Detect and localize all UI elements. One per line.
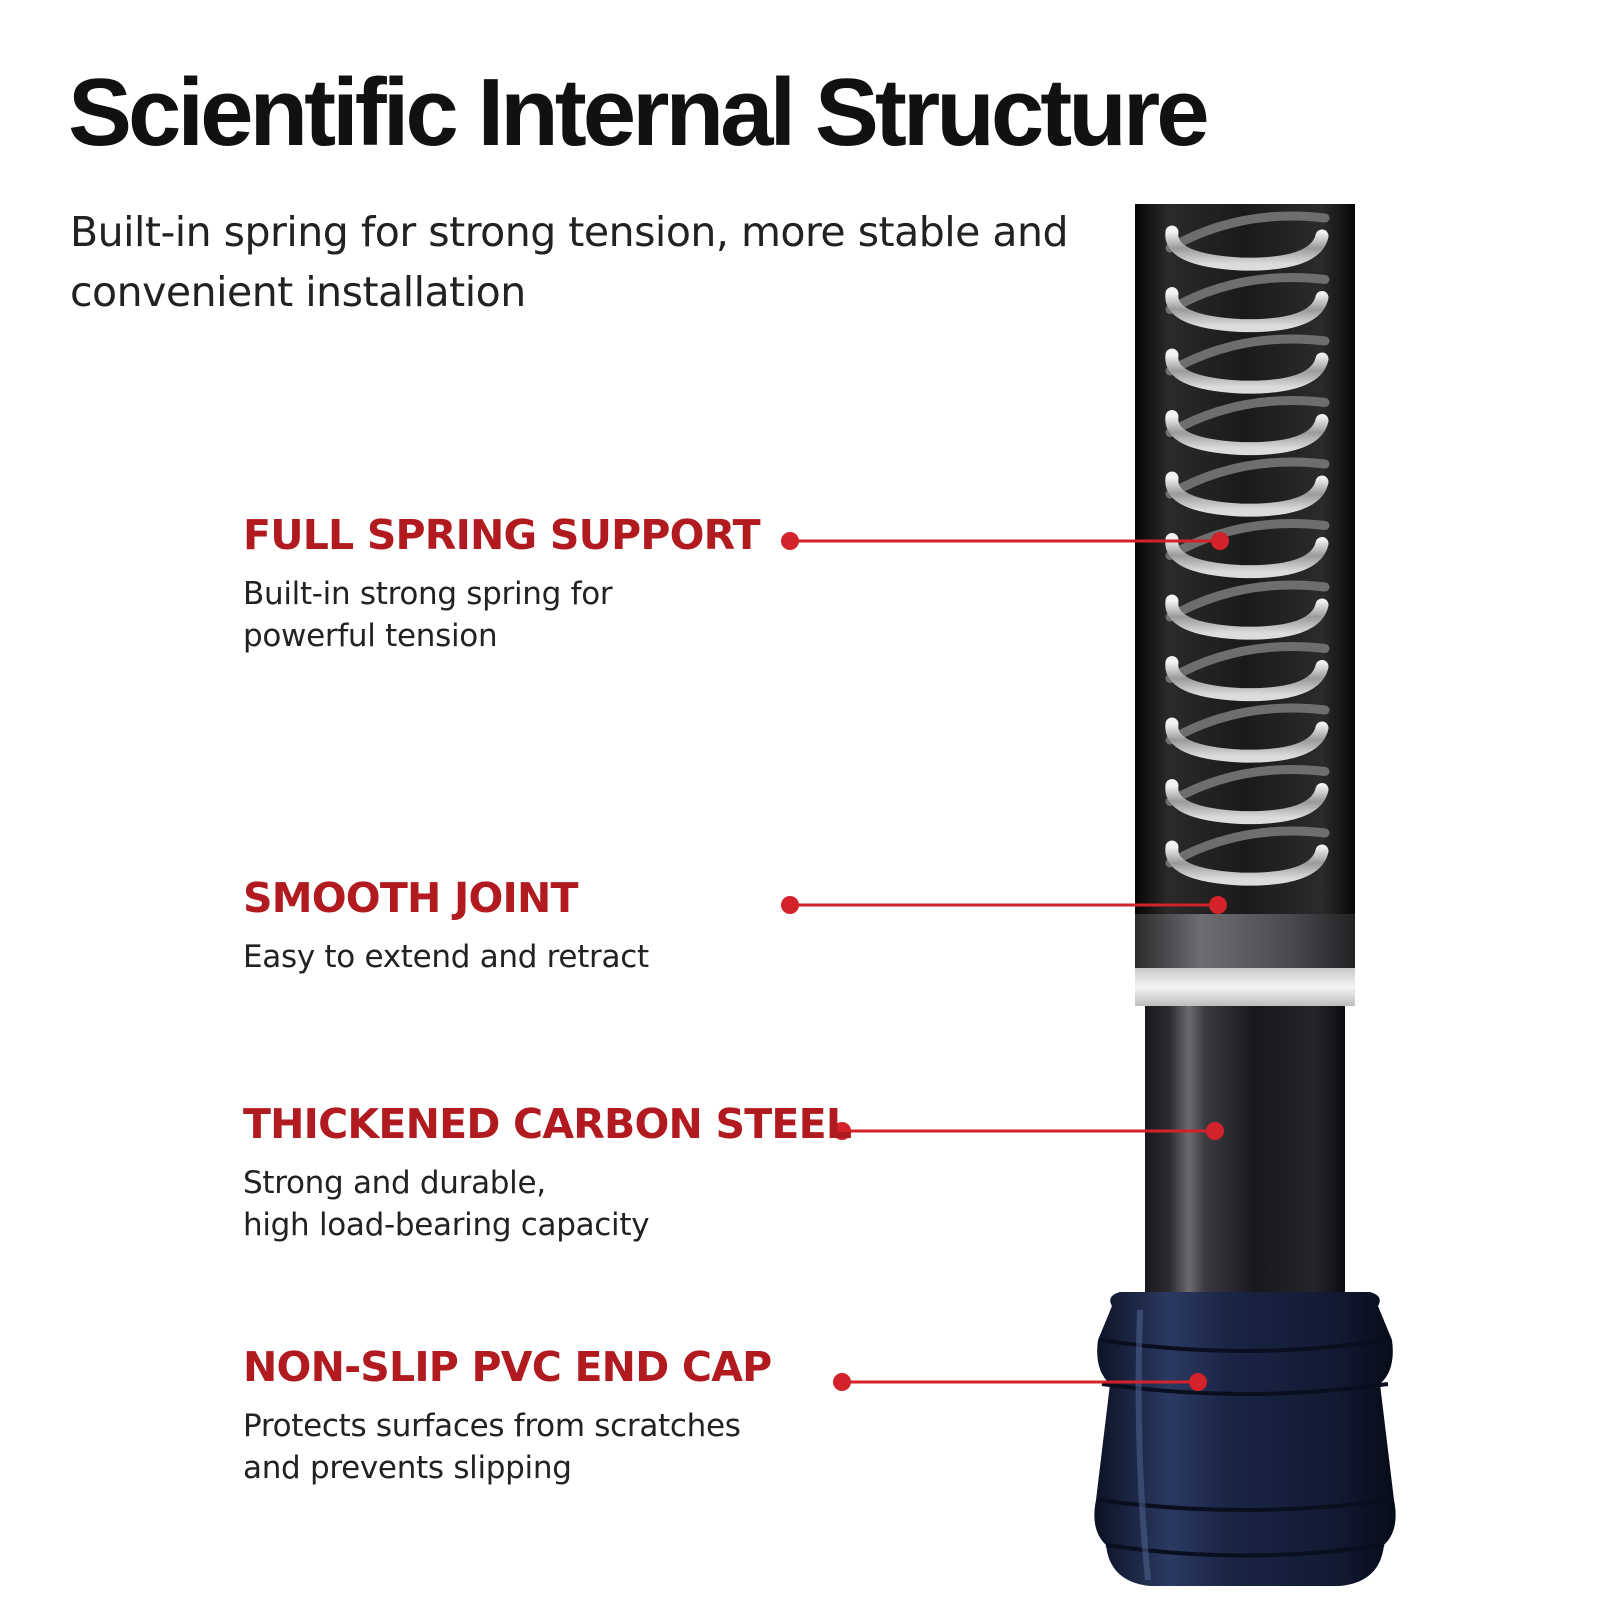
feature-full-spring-support: FULL SPRING SUPPORT Built-in strong spri…	[243, 511, 761, 657]
feature-thickened-carbon-steel: THICKENED CARBON STEEL Strong and durabl…	[243, 1100, 852, 1246]
feature-description: Built-in strong spring for powerful tens…	[243, 573, 760, 657]
feature-smooth-joint: SMOOTH JOINT Easy to extend and retract	[243, 874, 649, 978]
spring-coil-back	[1165, 396, 1330, 437]
spring-coil-back	[1165, 211, 1330, 253]
page-subtitle: Built-in spring for strong tension, more…	[70, 202, 1130, 322]
spring-coil-back	[1165, 703, 1330, 745]
feature-desc-line: Strong and durable,	[243, 1165, 546, 1201]
subtitle-line-1: Built-in spring for strong tension, more…	[70, 208, 1069, 256]
feature-description: Protects surfaces from scratches and pre…	[243, 1405, 771, 1489]
spring-coil-back	[1165, 273, 1330, 314]
spring-coil-back	[1165, 334, 1330, 376]
spring-coil-front	[1165, 717, 1329, 763]
feature-description: Strong and durable, high load-bearing ca…	[243, 1162, 851, 1246]
spring-coil-front	[1165, 840, 1329, 886]
page-title: Scientific Internal Structure	[68, 59, 1210, 166]
feature-title: THICKENED CARBON STEEL	[243, 1100, 852, 1148]
spring-coil-front	[1165, 348, 1329, 394]
spring-coil-back	[1165, 765, 1330, 806]
feature-non-slip-pvc-end-cap: NON-SLIP PVC END CAP Protects surfaces f…	[243, 1343, 772, 1489]
feature-title: SMOOTH JOINT	[243, 874, 578, 922]
spring-coil-back	[1165, 519, 1330, 560]
spring-coil-front	[1165, 533, 1329, 579]
feature-desc-line: Easy to extend and retract	[243, 939, 649, 975]
spring-coil-back	[1165, 642, 1330, 683]
feature-title: FULL SPRING SUPPORT	[243, 511, 761, 559]
callout-joint	[781, 896, 1227, 914]
carbon-steel-tube	[1145, 1006, 1345, 1306]
feature-description: Easy to extend and retract	[243, 936, 649, 978]
callout-spring	[781, 532, 1229, 550]
joint-sleeve	[1135, 914, 1355, 968]
feature-desc-line: powerful tension	[243, 618, 498, 654]
spring-coil-front	[1165, 225, 1329, 271]
spring-coil	[1165, 211, 1330, 886]
joint-ring	[1135, 968, 1355, 1006]
spring-coil-front	[1165, 656, 1329, 702]
callout-steel	[833, 1122, 1224, 1140]
spring-coil-back	[1165, 826, 1330, 868]
spring-coil-back	[1165, 580, 1330, 622]
spring-coil-front	[1165, 779, 1329, 825]
feature-desc-line: Built-in strong spring for	[243, 576, 613, 612]
feature-title: NON-SLIP PVC END CAP	[243, 1343, 772, 1391]
feature-desc-line: Protects surfaces from scratches	[243, 1408, 741, 1444]
subtitle-line-2: convenient installation	[70, 268, 526, 316]
spring-coil-front	[1165, 410, 1329, 456]
spring-coil-front	[1165, 594, 1329, 640]
feature-desc-line: and prevents slipping	[243, 1450, 572, 1486]
spring-coil-front	[1165, 471, 1329, 517]
feature-desc-line: high load-bearing capacity	[243, 1207, 650, 1243]
spring-coil-front	[1165, 287, 1329, 333]
spring-coil-back	[1165, 457, 1330, 499]
callout-cap	[833, 1373, 1207, 1391]
end-cap	[1094, 1292, 1396, 1586]
